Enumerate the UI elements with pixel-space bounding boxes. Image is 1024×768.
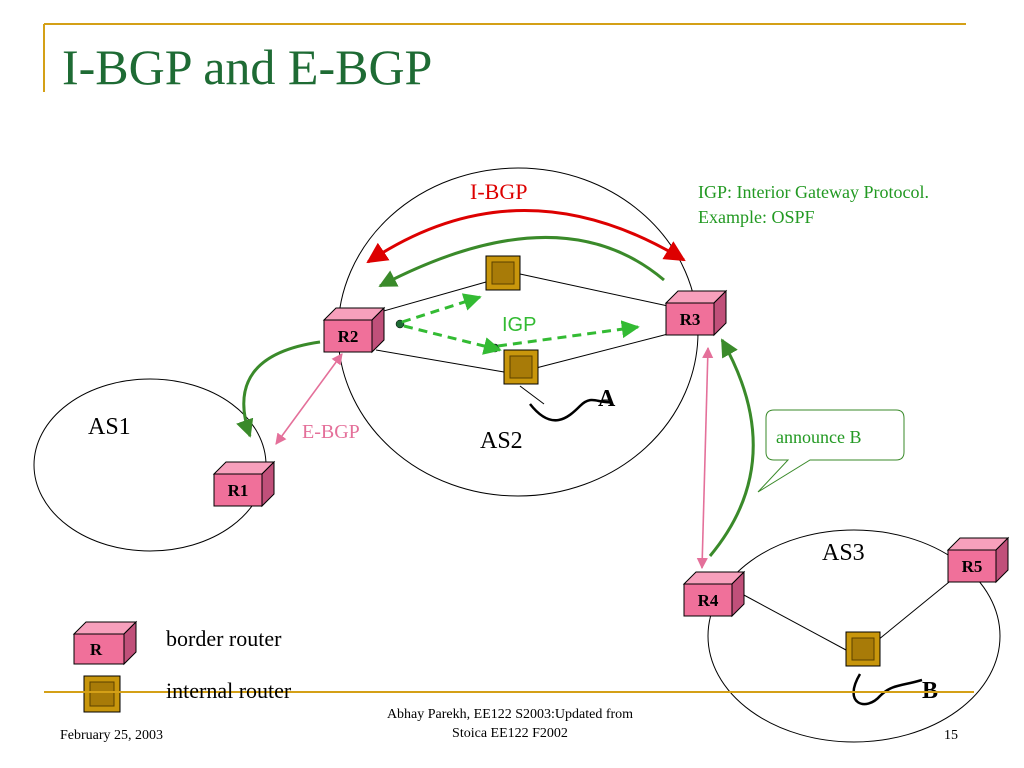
- ebgp-link-r3-r4: [696, 346, 714, 570]
- physical-links: [375, 273, 955, 651]
- host-b-squiggle: [852, 673, 923, 706]
- ebgp-link-r1-r2: [275, 353, 343, 445]
- as3-label: AS3: [822, 540, 865, 566]
- footer-credit-line1: Abhay Parekh, EE122 S2003:Updated from: [386, 707, 634, 722]
- legend-internal-router-symbol: [83, 675, 121, 713]
- router-r4: [682, 570, 746, 618]
- as1-label: AS1: [88, 414, 131, 440]
- bgp-flow-r4-to-r3: [708, 338, 755, 557]
- router-r3: [664, 289, 728, 337]
- footer-credit: Abhay Parekh, EE122 S2003:Updated from S…: [350, 706, 670, 744]
- callout-text: announce B: [776, 427, 861, 447]
- ibgp-arrow: [366, 209, 686, 264]
- internal-router-top: [485, 255, 521, 291]
- footer-credit-line2: Stoica EE122 F2002: [452, 725, 568, 741]
- router-r4-label: R4: [698, 591, 719, 610]
- legend-border-router-symbol: [72, 620, 138, 666]
- ebgp-label: E-BGP: [302, 421, 360, 443]
- legend-border-router-label: border router: [166, 626, 282, 651]
- igp-arrows: [401, 293, 640, 355]
- footer-date: February 25, 2003: [60, 728, 164, 743]
- igp-label: IGP: [502, 314, 536, 336]
- internal-router-as3: [845, 631, 881, 667]
- header-rule: [43, 23, 966, 92]
- as2-label: AS2: [480, 428, 523, 454]
- router-r1: [212, 460, 276, 508]
- ibgp-label: I-BGP: [470, 179, 527, 204]
- host-a-squiggle: [529, 398, 613, 422]
- router-r5: [946, 536, 1010, 584]
- as3-ellipse: [707, 529, 1001, 743]
- router-r5-label: R5: [962, 557, 983, 576]
- router-r1-label: R1: [228, 481, 249, 500]
- igp-note-line1: IGP: Interior Gateway Protocol.: [698, 182, 929, 202]
- igp-note-line2: Example: OSPF: [698, 207, 815, 227]
- page-number: 15: [944, 728, 958, 743]
- legend-border-router-symbol-label: R: [90, 640, 103, 659]
- legend-internal-router-label: internal router: [166, 678, 292, 703]
- announce-callout: [757, 409, 905, 493]
- router-r3-label: R3: [680, 310, 701, 329]
- router-r2-label: R2: [338, 327, 359, 346]
- slide-title: I-BGP and E-BGP: [62, 39, 433, 95]
- router-r2: [322, 306, 386, 354]
- bgp-flow-r2-to-r1: [236, 340, 321, 438]
- internal-router-bottom: [503, 349, 539, 385]
- host-a-label: A: [598, 386, 616, 412]
- bgp-flow-r3-to-r2: [378, 236, 665, 288]
